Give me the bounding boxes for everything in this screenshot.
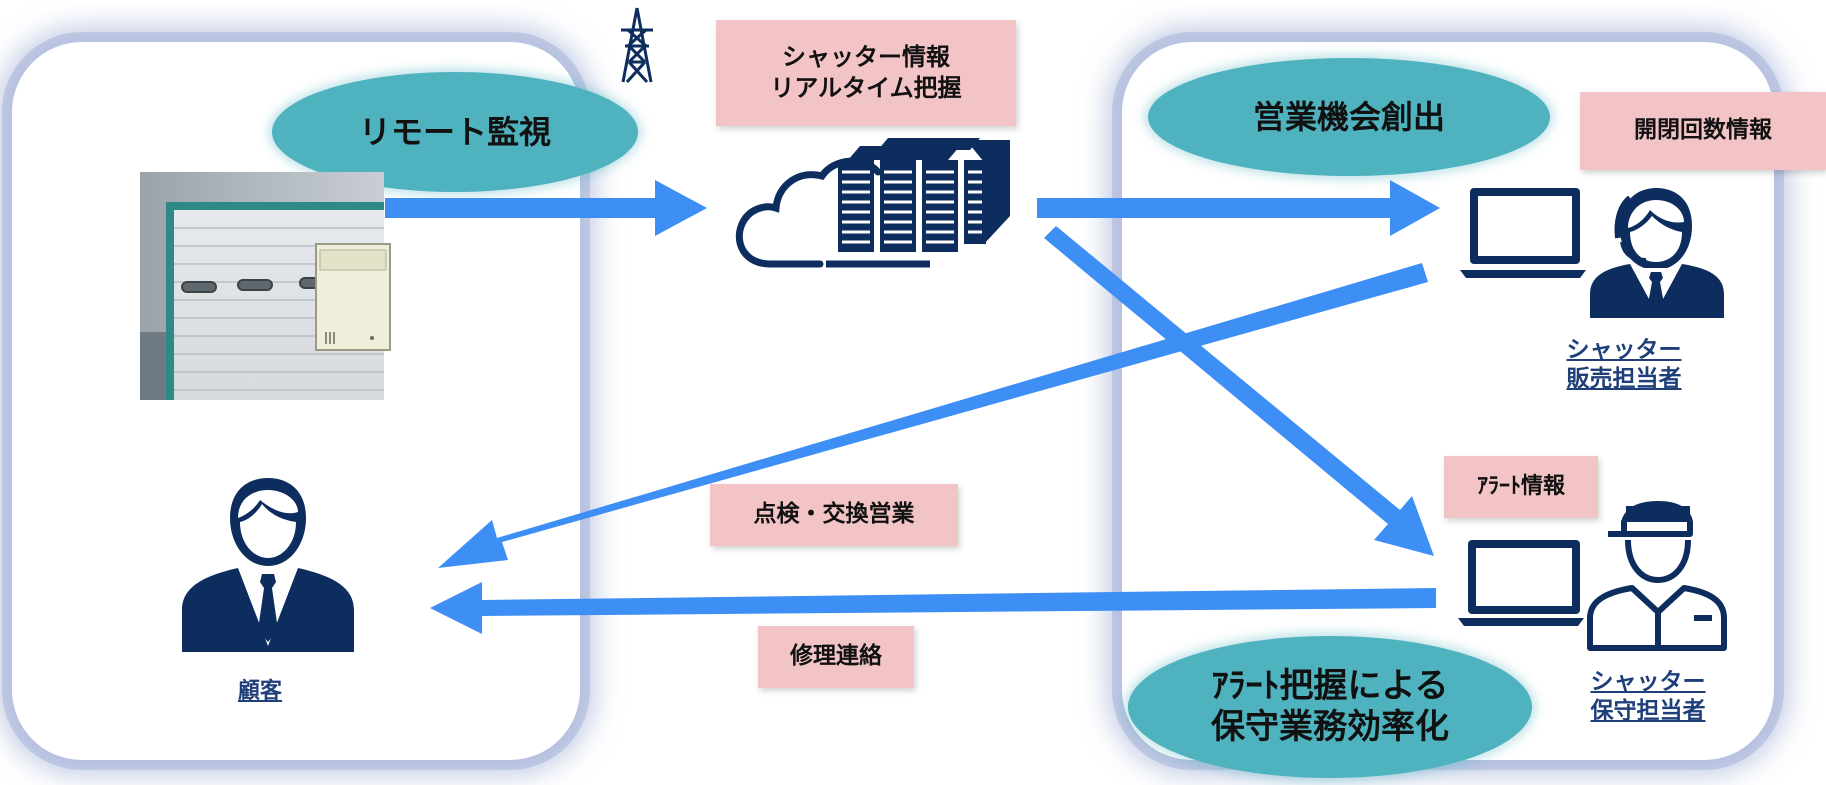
arrow-maintenance-to-customer [430,582,1436,634]
shutter-door-photo [140,172,391,400]
headset-operator-laptop-icon [1460,188,1724,318]
ellipse-alert-maintenance: ｱﾗｰﾄ把握による 保守業務効率化 [1128,636,1532,778]
inspection-sales-tag: 点検・交換営業 [710,484,958,546]
alert-info-tag: ｱﾗｰﾄ情報 [1444,456,1598,518]
open-close-count-tag: 開閉回数情報 [1580,92,1826,170]
arrow-shutter-to-cloud [385,180,707,236]
repair-contact-tag: 修理連絡 [758,626,914,688]
cloud-info-tag: シャッター情報 リアルタイム把握 [716,20,1016,126]
maintenance-staff-label: シャッター 保守担当者 [1590,669,1706,724]
customer-label: 顧客 [237,679,282,704]
arrow-cloud-to-sales [1037,180,1440,236]
arrow-cloud-to-maintenance [1044,226,1434,556]
technician-cap-laptop-icon [1458,501,1727,651]
transmission-tower-icon [621,7,653,84]
cloud-server-icon [735,138,1010,268]
businessman-icon [182,478,354,652]
ellipse-business-opportunity: 営業機会創出 [1148,58,1550,176]
sales-staff-label: シャッター 販売担当者 [1566,337,1682,392]
arrow-sales-to-customer [438,263,1428,568]
